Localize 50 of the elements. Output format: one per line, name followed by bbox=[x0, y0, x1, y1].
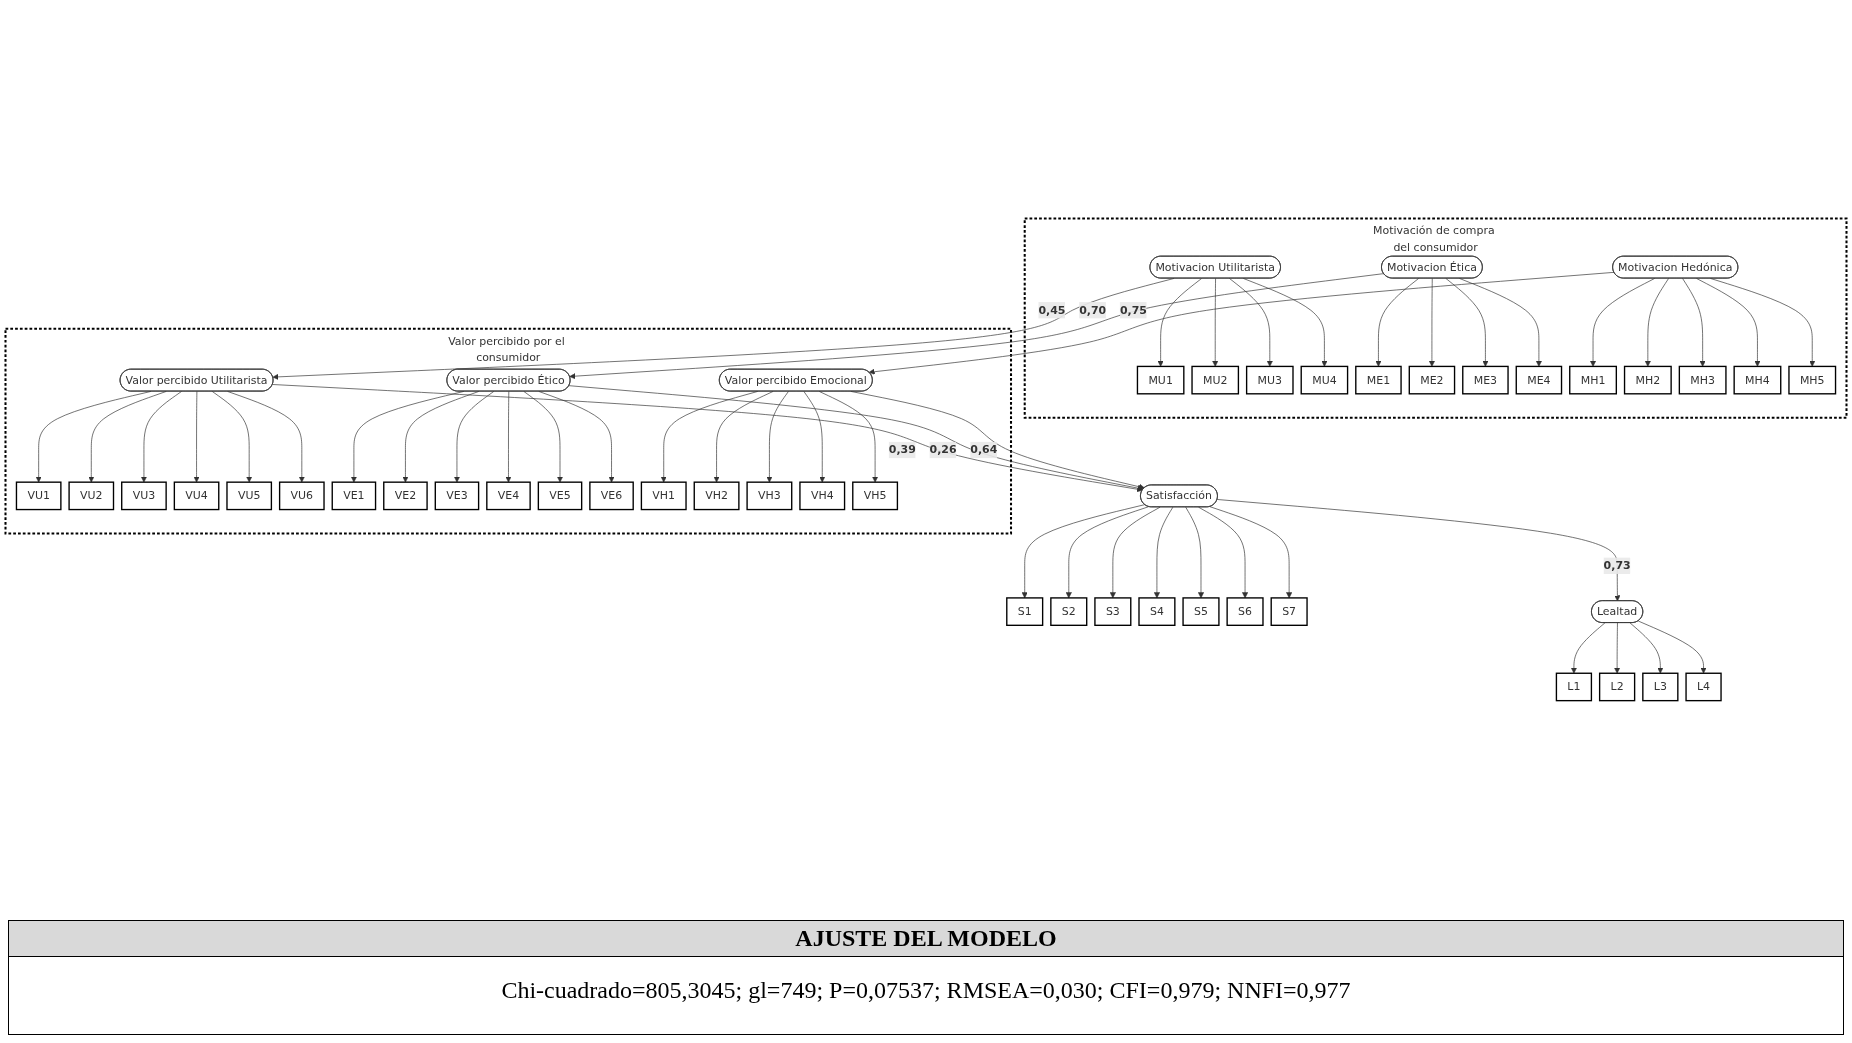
node-box: S7 bbox=[1270, 597, 1308, 627]
node-box: VE6 bbox=[589, 481, 634, 511]
edge-label: 0,73 bbox=[1603, 559, 1631, 573]
node-box: ME4 bbox=[1515, 366, 1563, 395]
node-box: S2 bbox=[1050, 597, 1088, 627]
node-box: VH5 bbox=[852, 481, 899, 511]
node-box: VH3 bbox=[746, 481, 793, 511]
node-box: S4 bbox=[1138, 597, 1176, 627]
node-box: VU2 bbox=[68, 481, 115, 511]
node-box: S6 bbox=[1226, 597, 1264, 627]
node-box: MH1 bbox=[1569, 366, 1617, 395]
edge-label: 0,39 bbox=[888, 443, 916, 457]
node-box: VU6 bbox=[278, 481, 325, 511]
node-box: MU4 bbox=[1300, 366, 1349, 395]
node-box: VH1 bbox=[640, 481, 687, 511]
node-box: VH4 bbox=[799, 481, 846, 511]
table-header: AJUSTE DEL MODELO bbox=[9, 921, 1843, 957]
node-box: ME1 bbox=[1355, 366, 1402, 395]
node-box: VU4 bbox=[173, 481, 220, 511]
node-box: MU1 bbox=[1136, 366, 1185, 395]
node-box: VE5 bbox=[537, 481, 583, 511]
node-box: L2 bbox=[1598, 673, 1636, 702]
node-box: S5 bbox=[1182, 597, 1220, 627]
node-box: VE2 bbox=[383, 481, 428, 511]
node-box: VU5 bbox=[226, 481, 273, 511]
node-box: MH2 bbox=[1623, 366, 1672, 395]
node-box: L4 bbox=[1685, 673, 1722, 702]
node-box: VU3 bbox=[121, 481, 167, 511]
edge-label: 0,45 bbox=[1038, 303, 1066, 317]
node-box: MH3 bbox=[1678, 366, 1727, 395]
node-box: MU3 bbox=[1245, 366, 1294, 395]
edge-label: 0,26 bbox=[929, 443, 957, 457]
node-box: MH4 bbox=[1733, 366, 1782, 395]
node-box: MH5 bbox=[1788, 366, 1837, 395]
node-box: S3 bbox=[1094, 597, 1132, 627]
table-cell-text: Chi-cuadrado=805,3045; gl=749; P=0,07537; RMSEA=0,030; CFI=0,979; NNFI=0,977 bbox=[500, 976, 1352, 1005]
node-box: MU2 bbox=[1191, 366, 1240, 395]
node-box: L1 bbox=[1555, 673, 1593, 702]
edge-label: 0,75 bbox=[1119, 303, 1147, 317]
node-box: VE3 bbox=[434, 481, 480, 511]
node-box: VE4 bbox=[486, 481, 531, 511]
node-box: VH2 bbox=[693, 481, 740, 511]
node-box: VE1 bbox=[331, 481, 377, 511]
node-box: ME2 bbox=[1408, 366, 1456, 395]
node-box: L3 bbox=[1642, 673, 1679, 702]
node-box: VU1 bbox=[15, 481, 62, 511]
edge-label: 0,70 bbox=[1079, 303, 1107, 317]
node-box: S1 bbox=[1006, 597, 1044, 627]
edge-label: 0,64 bbox=[970, 443, 998, 457]
node-box: ME3 bbox=[1462, 366, 1509, 395]
